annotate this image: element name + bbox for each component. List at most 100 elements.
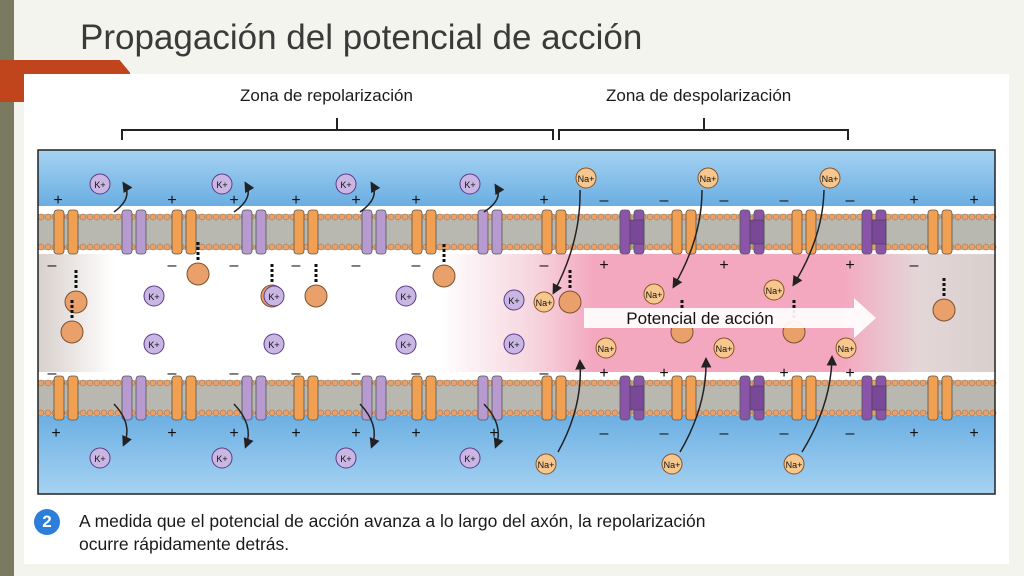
charge-inside-bottom-pos-2: +	[659, 365, 668, 382]
na-ion-outside-top-2-label: Na+	[700, 174, 717, 184]
na-ion-inside-5-label: Na+	[716, 344, 733, 354]
na-ion-outside-bottom-2	[661, 453, 683, 475]
charge-outside-top-6: +	[411, 192, 420, 209]
k-ion-inside-bottom-1-label: K+	[148, 340, 159, 350]
k-ion-outside-bottom-1	[89, 447, 111, 469]
ion-flow-arrow-10	[359, 403, 380, 449]
ion-flow-arrow-14	[801, 355, 838, 453]
channel-bottom-10	[619, 375, 645, 421]
charge-inside-bottom-2: –	[168, 365, 177, 382]
charge-inside-top-2: –	[168, 257, 177, 274]
k-ion-inside-top-3-label: K+	[400, 292, 411, 302]
na-ion-outside-top-1-label: Na+	[578, 174, 595, 184]
k-ion-outside-top-2	[211, 173, 233, 195]
charge-outside-bottom-end-1: +	[909, 425, 918, 442]
inactivation-ball-6	[432, 264, 456, 288]
inactivation-ball-1	[64, 290, 88, 314]
depolarization-bracket	[558, 118, 849, 140]
charge-outside-bottom-end-2: +	[969, 425, 978, 442]
channel-top-9	[541, 209, 567, 255]
charge-outside-top-neg-3: –	[720, 192, 729, 209]
ion-flow-arrow-6	[672, 189, 703, 289]
zone-depolarization-label: Zona de despolarización	[606, 86, 792, 105]
k-ion-outside-bottom-3	[335, 447, 357, 469]
k-ion-inside-top-4	[503, 289, 525, 311]
charge-outside-top-2: +	[167, 192, 176, 209]
channel-bottom-13	[791, 375, 817, 421]
k-ion-outside-top-3-label: K+	[340, 180, 351, 190]
channel-bottom-1	[53, 375, 79, 421]
charge-inside-bottom-pos-4: +	[845, 365, 854, 382]
zone-repolarization-label: Zona de repolarización	[240, 86, 413, 105]
charge-inside-bottom-pos-3: +	[779, 365, 788, 382]
channel-top-11	[671, 209, 697, 255]
na-ion-inside-6	[835, 337, 857, 359]
channel-bottom-9	[541, 375, 567, 421]
channel-top-15	[927, 209, 953, 255]
ion-flow-arrow-1	[113, 181, 133, 213]
na-ion-inside-6-label: Na+	[838, 344, 855, 354]
inactivation-ball-3	[186, 262, 210, 286]
k-ion-inside-bottom-4-label: K+	[508, 340, 519, 350]
charge-outside-bottom-7: +	[489, 425, 498, 442]
charge-outside-bottom-2: +	[167, 425, 176, 442]
k-ion-outside-bottom-4-label: K+	[464, 454, 475, 464]
k-ion-inside-top-1	[143, 285, 165, 307]
charge-outside-bottom-neg-3: –	[720, 425, 729, 442]
channel-top-1	[53, 209, 79, 255]
k-ion-outside-top-2-label: K+	[216, 180, 227, 190]
k-ion-inside-top-3	[395, 285, 417, 307]
na-ion-inside-1	[533, 291, 555, 313]
k-ion-outside-bottom-2	[211, 447, 233, 469]
ion-flow-arrow-4	[483, 183, 505, 213]
charge-outside-top-end-2: +	[969, 192, 978, 209]
charge-inside-top-5: –	[352, 257, 361, 274]
k-ion-inside-top-4-label: K+	[508, 296, 519, 306]
k-ion-inside-bottom-2	[263, 333, 285, 355]
axon-scene: K+K+K+K+K+K+K+K+K+K+K+K+K+K+K+K+Na+Na+Na…	[37, 118, 997, 495]
action-potential-arrow	[584, 298, 876, 338]
na-ion-outside-top-3	[819, 167, 841, 189]
k-ion-outside-top-3	[335, 173, 357, 195]
repolarization-bracket	[121, 118, 554, 140]
channel-bottom-14	[861, 375, 887, 421]
charge-inside-top-end-1: –	[910, 257, 919, 274]
charge-outside-top-5: +	[351, 192, 360, 209]
k-ion-inside-top-2	[263, 285, 285, 307]
left-edge-strip	[0, 0, 14, 576]
ion-flow-arrow-2	[233, 181, 255, 213]
k-ion-outside-bottom-2-label: K+	[216, 454, 227, 464]
k-ion-outside-top-4	[459, 173, 481, 195]
ion-flow-arrow-8	[113, 403, 132, 447]
channel-bottom-11	[671, 375, 697, 421]
inactivation-ball-7	[558, 290, 582, 314]
na-ion-inside-1-label: Na+	[536, 298, 553, 308]
charge-outside-top-7: +	[539, 192, 548, 209]
charge-inside-bottom-6: –	[412, 365, 421, 382]
charge-outside-top-3: +	[229, 192, 238, 209]
k-ion-inside-bottom-4	[503, 333, 525, 355]
inactivation-ball-5	[304, 284, 328, 308]
charge-inside-bottom-1: –	[48, 365, 57, 382]
na-ion-inside-3	[763, 279, 785, 301]
channel-top-2	[121, 209, 147, 255]
charge-outside-top-neg-5: –	[846, 192, 855, 209]
k-ion-outside-bottom-1-label: K+	[94, 454, 105, 464]
channel-bottom-12	[739, 375, 765, 421]
channel-top-4	[241, 209, 267, 255]
channel-bottom-2	[121, 375, 147, 421]
na-ion-inside-3-label: Na+	[766, 286, 783, 296]
k-ion-inside-bottom-2-label: K+	[268, 340, 279, 350]
k-ion-inside-bottom-3	[395, 333, 417, 355]
na-ion-inside-4	[595, 337, 617, 359]
ion-flow-arrow-3	[359, 181, 381, 213]
action-potential-label: Potencial de acción	[626, 309, 773, 328]
charge-inside-bottom-pos-1: +	[599, 365, 608, 382]
na-ion-outside-bottom-3-label: Na+	[786, 460, 803, 470]
charge-inside-top-1: –	[48, 257, 57, 274]
ion-flow-arrow-13	[679, 357, 712, 453]
inactivation-ball-10	[932, 298, 956, 322]
channel-bottom-5	[293, 375, 319, 421]
channel-top-6	[361, 209, 387, 255]
k-ion-inside-bottom-1	[143, 333, 165, 355]
